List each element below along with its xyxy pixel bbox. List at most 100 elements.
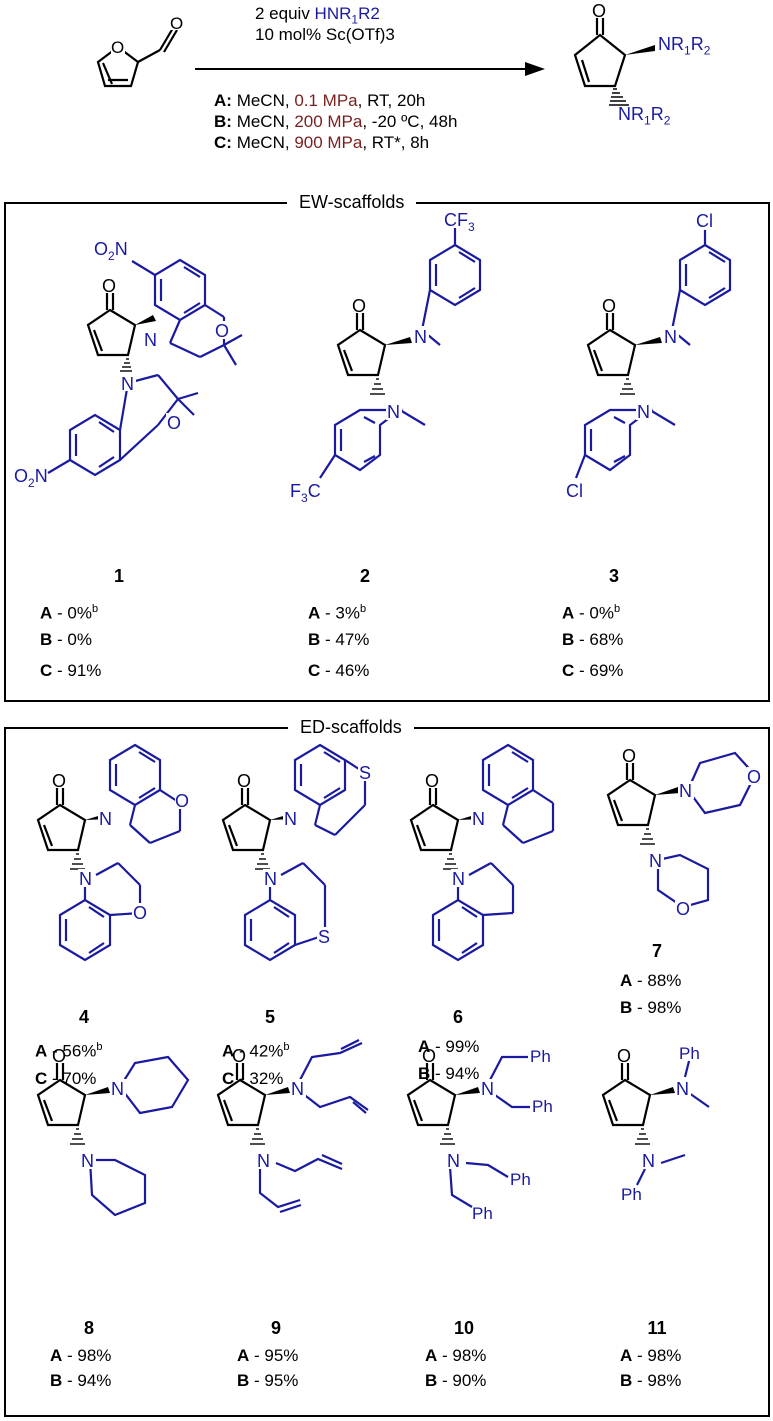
svg-text:O: O <box>232 1046 246 1066</box>
compound-6-yield-b: B - 94% <box>418 1064 480 1083</box>
svg-text:N: N <box>284 809 297 829</box>
compound-3-yield-b: B - 68% <box>562 630 624 649</box>
svg-text:O: O <box>622 746 636 766</box>
svg-text:O: O <box>215 321 229 341</box>
compound-6-structure: N N O <box>409 743 555 962</box>
ew-scaffolds-title: EW-scaffolds <box>287 191 417 213</box>
svg-text:O: O <box>133 903 147 923</box>
compound-11-structure: N N O Ph Ph <box>601 1044 710 1204</box>
compound-8-number: 8 <box>83 1318 94 1338</box>
svg-text:CF3: CF3 <box>444 210 475 234</box>
compound-9-structure: N N O <box>216 1039 369 1214</box>
svg-text:O: O <box>602 296 616 316</box>
reagent-line-amine: 2 equiv HNR1R2 <box>255 4 380 27</box>
svg-text:O: O <box>102 276 116 296</box>
svg-text:F3C: F3C <box>290 481 321 505</box>
svg-text:Cl: Cl <box>566 481 583 501</box>
svg-text:O: O <box>175 791 189 811</box>
svg-text:Cl: Cl <box>696 211 713 231</box>
svg-text:N: N <box>121 374 134 394</box>
svg-text:S: S <box>359 763 371 783</box>
compound-7-number: 7 <box>651 941 662 961</box>
svg-text:N: N <box>472 809 485 829</box>
svg-text:Ph: Ph <box>532 1097 553 1116</box>
svg-text:O: O <box>676 899 690 919</box>
compound-2-yield-a: A - 3%b <box>308 603 367 623</box>
svg-text:O: O <box>592 1 606 21</box>
svg-text:O: O <box>52 1046 66 1066</box>
compound-2-yield-b: B - 47% <box>308 630 370 649</box>
reagent-line-catalyst: 10 mol% Sc(OTf)3 <box>255 25 395 44</box>
product-wedge <box>625 45 655 55</box>
svg-text:N: N <box>481 1079 494 1099</box>
svg-text:Ph: Ph <box>530 1047 551 1066</box>
svg-text:N: N <box>664 327 677 347</box>
svg-text:N: N <box>264 869 277 889</box>
compound-10-yield-b: B - 90% <box>425 1371 487 1390</box>
svg-text:O: O <box>167 413 181 433</box>
svg-text:N: N <box>257 1151 270 1171</box>
condition-c: C: MeCN, 900 MPa, RT*, 8h <box>214 133 430 152</box>
svg-text:O2N: O2N <box>14 466 48 490</box>
compound-5-yield-a: A - 42%b <box>222 1041 290 1061</box>
furfural-structure <box>96 27 178 88</box>
svg-text:N: N <box>144 330 157 350</box>
compound-4-yield-a: A - 56%b <box>35 1041 103 1061</box>
svg-text:N: N <box>291 1079 304 1099</box>
compound-6-number: 6 <box>452 1007 463 1027</box>
compound-1-yield-b: B - 0% <box>40 630 92 649</box>
compound-2-yield-c: C - 46% <box>308 661 370 680</box>
svg-text:O: O <box>52 771 66 791</box>
compound-8-yield-a: A - 98% <box>50 1346 112 1365</box>
compound-1-yield-a: A - 0%b <box>40 603 99 623</box>
svg-text:N: N <box>679 781 692 801</box>
compound-9-yield-b: B - 95% <box>237 1371 299 1390</box>
product-amine-top: NR1R2 <box>658 34 711 58</box>
furfural-ring-oxygen: O <box>111 38 124 57</box>
compound-9-number: 9 <box>270 1318 281 1338</box>
compound-5-number: 5 <box>264 1007 275 1027</box>
compound-7-yield-a: A - 88% <box>620 971 682 990</box>
compound-2-structure: N N O CF3 F3C <box>290 210 482 505</box>
compound-8-structure: N N O <box>36 1046 190 1217</box>
svg-text:Ph: Ph <box>679 1044 700 1063</box>
compound-11-yield-a: A - 98% <box>620 1346 682 1365</box>
compound-5-yield-c: C - 32% <box>222 1069 284 1088</box>
compound-10-yield-a: A - 98% <box>425 1346 487 1365</box>
furfural-aldehyde-oxygen: O <box>170 14 183 33</box>
compound-3-yield-a: A - 0%b <box>562 603 621 623</box>
arrow-head <box>525 62 545 76</box>
svg-text:N: N <box>414 327 427 347</box>
compound-7-yield-b: B - 98% <box>620 998 682 1017</box>
reaction-scheme: O O O <box>96 1 655 106</box>
svg-text:N: N <box>637 402 650 422</box>
compound-4-yield-c: C - 70% <box>35 1069 97 1088</box>
svg-text:O: O <box>352 296 366 316</box>
svg-text:O: O <box>747 767 761 787</box>
svg-text:S: S <box>318 927 330 947</box>
product-structure <box>573 18 627 88</box>
compound-3-number: 3 <box>608 566 619 586</box>
compound-1-structure: N O N O O O2N O2N <box>14 239 243 490</box>
svg-text:N: N <box>81 1151 94 1171</box>
svg-text:Ph: Ph <box>621 1185 642 1204</box>
compound-6-yield-a: A - 99% <box>418 1037 480 1056</box>
svg-text:N: N <box>676 1079 689 1099</box>
condition-b: B: MeCN, 200 MPa, -20 ºC, 48h <box>214 112 458 131</box>
compound-5-structure: N S N S O <box>221 743 374 962</box>
compound-9-yield-a: A - 95% <box>237 1346 299 1365</box>
compound-4-structure: N O N O O <box>36 743 191 962</box>
compound-8-yield-b: B - 94% <box>50 1371 112 1390</box>
compound-10-number: 10 <box>453 1318 475 1338</box>
product-amine-bottom: NR1R2 <box>618 104 671 128</box>
svg-text:O2N: O2N <box>94 239 128 263</box>
condition-a: A: MeCN, 0.1 MPa, RT, 20h <box>214 91 426 110</box>
compound-10-structure: N N O Ph Ph Ph Ph <box>406 1046 553 1223</box>
compound-11-number: 11 <box>647 1318 667 1338</box>
compound-2-number: 2 <box>359 566 370 586</box>
svg-text:N: N <box>99 809 112 829</box>
compound-4-number: 4 <box>78 1007 89 1027</box>
ed-scaffolds-title: ED-scaffolds <box>288 716 414 738</box>
compound-7-structure: N O N O O <box>606 746 763 919</box>
svg-text:N: N <box>447 1151 460 1171</box>
